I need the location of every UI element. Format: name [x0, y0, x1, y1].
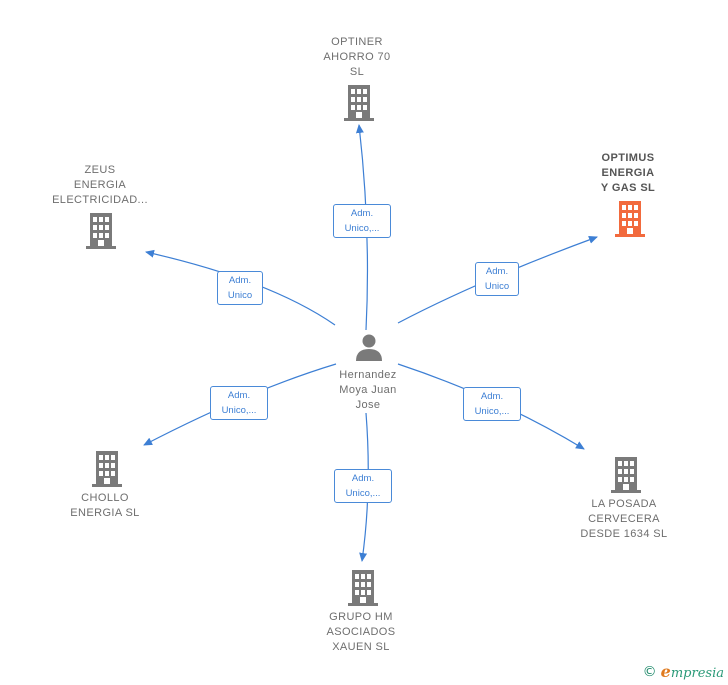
brand-name: mpresia: [670, 666, 724, 681]
copyright-icon: ©: [642, 663, 657, 680]
brand-initial: e: [660, 662, 671, 681]
footer-brand: © empresia: [643, 662, 724, 681]
role-badge-laposada[interactable]: Adm. Unico,...: [463, 387, 521, 421]
company-name-line: XAUEN SL: [332, 641, 390, 653]
company-name-line: ASOCIADOS: [326, 626, 396, 638]
role-text: Adm.: [480, 391, 504, 402]
role-text: Unico,...: [344, 223, 380, 234]
company-label-grupohm[interactable]: GRUPO HM ASOCIADOS XAUEN SL: [311, 610, 411, 655]
building-icon[interactable]: [92, 451, 122, 492]
company-label-optimus[interactable]: OPTIMUS ENERGIA Y GAS SL: [578, 151, 678, 196]
company-label-laposada[interactable]: LA POSADA CERVECERA DESDE 1634 SL: [569, 497, 679, 542]
role-badge-chollo[interactable]: Adm. Unico,...: [210, 386, 268, 420]
company-name-line: ENERGIA: [73, 179, 127, 191]
role-text: Unico,...: [221, 405, 257, 416]
company-name-line: GRUPO HM: [329, 611, 393, 623]
role-badge-grupohm[interactable]: Adm. Unico,...: [334, 469, 392, 503]
role-badge-optiner[interactable]: Adm. Unico,...: [333, 204, 391, 238]
company-name-line: SL: [349, 66, 365, 78]
company-name-line: OPTINER: [331, 36, 383, 48]
building-icon[interactable]: [615, 201, 645, 242]
company-name-line: CHOLLO: [81, 492, 129, 504]
building-icon[interactable]: [611, 457, 641, 498]
role-text: Adm.: [351, 473, 375, 484]
company-name-line: ENERGIA: [601, 167, 655, 179]
brand-logo[interactable]: empresia: [661, 662, 724, 681]
role-text: Unico,...: [474, 406, 510, 417]
company-label-zeus[interactable]: ZEUS ENERGIA ELECTRICIDAD...: [40, 163, 160, 208]
company-name-line: CERVECERA: [588, 513, 660, 525]
role-text: Unico: [227, 290, 253, 301]
center-person-label[interactable]: Hernandez Moya Juan Jose: [318, 368, 418, 413]
role-badge-zeus[interactable]: Adm. Unico: [217, 271, 263, 305]
role-text: Adm.: [227, 390, 251, 401]
company-name-line: ELECTRICIDAD...: [52, 194, 148, 206]
company-name-line: ENERGIA SL: [70, 507, 140, 519]
role-text: Unico,...: [345, 488, 381, 499]
center-name-line-1: Hernandez: [339, 369, 397, 381]
role-text: Adm.: [228, 275, 252, 286]
company-label-optiner[interactable]: OPTINER AHORRO 70 SL: [307, 35, 407, 80]
company-name-line: LA POSADA: [591, 498, 657, 510]
building-icon[interactable]: [348, 570, 378, 611]
company-name-line: DESDE 1634 SL: [580, 528, 668, 540]
role-text: Adm.: [350, 208, 374, 219]
building-icon[interactable]: [344, 85, 374, 126]
company-name-line: Y GAS SL: [600, 182, 656, 194]
company-name-line: AHORRO 70: [323, 51, 391, 63]
center-name-line-2: Moya Juan: [339, 384, 397, 396]
company-label-chollo[interactable]: CHOLLO ENERGIA SL: [55, 491, 155, 521]
company-name-line: OPTIMUS: [601, 152, 655, 164]
role-text: Unico: [484, 281, 510, 292]
role-text: Adm.: [485, 266, 509, 277]
role-badge-optimus[interactable]: Adm. Unico: [475, 262, 519, 296]
building-icon[interactable]: [86, 213, 116, 254]
center-name-line-3: Jose: [355, 399, 381, 411]
person-icon[interactable]: [354, 333, 384, 368]
company-name-line: ZEUS: [84, 164, 116, 176]
